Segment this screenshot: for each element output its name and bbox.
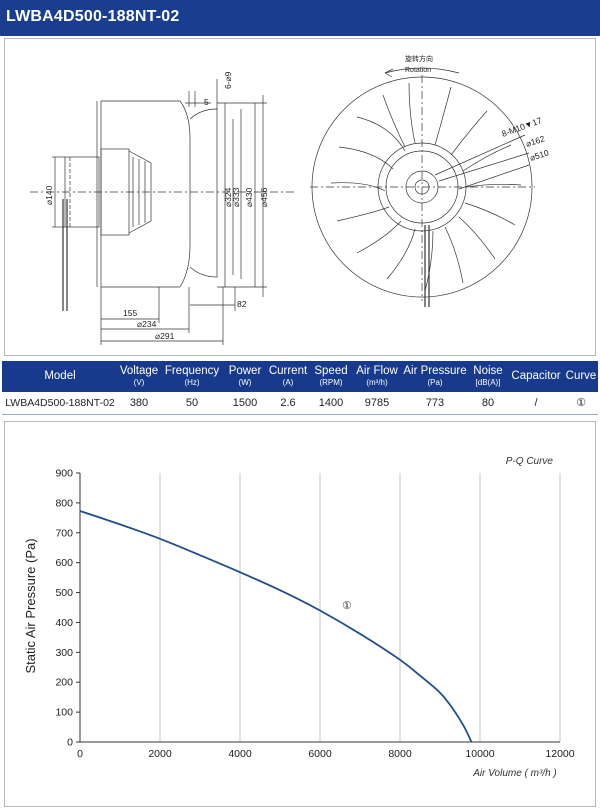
th-power: Power(W) [228,365,262,387]
th-model: Model [44,370,76,382]
dim-234: ⌀234 [137,319,157,329]
td-voltage: 380 [129,397,149,409]
dim-162: ⌀162 [525,133,547,149]
y-tick-label: 500 [55,587,73,599]
y-tick-label: 300 [55,647,73,659]
dim-430: ⌀430 [244,187,254,207]
dim-291: ⌀291 [155,331,175,341]
x-tick-label: 10000 [465,748,494,760]
td-power: 1500 [232,397,258,409]
dim-456: ⌀456 [259,187,269,207]
th-airflow: Air Flow(m³/h) [356,365,398,387]
td-speed: 1400 [318,397,344,409]
dimension-drawing: 5 6-⌀9 ⌀140 ⌀324 ⌀333 ⌀430 ⌀456 82 155 ⌀… [4,38,596,356]
y-tick-label: 100 [55,707,73,719]
y-axis-label: Static Air Pressure (Pa) [23,538,38,673]
spec-table-row: LWBA4D500-188NT-02 380 50 1500 2.6 1400 … [2,392,598,415]
y-tick-label: 700 [55,527,73,539]
spec-table: Model Voltage(V) Frequency(Hz) Power(W) … [2,361,598,415]
title-bar: LWBA4D500-188NT-02 [0,0,600,36]
front-shaft [414,179,430,195]
y-tick-label: 400 [55,617,73,629]
y-tick-label: 200 [55,677,73,689]
td-noise: 80 [481,397,495,409]
dim-82: 82 [237,299,247,309]
curve-label: ① [342,600,352,612]
side-inlet-ring [189,108,218,278]
x-tick-label: 4000 [228,748,252,760]
th-voltage: Voltage(V) [119,365,159,387]
td-airflow: 9785 [364,397,390,409]
dim-324: ⌀324 [223,187,233,207]
td-frequency: 50 [185,397,199,409]
dim-510: ⌀510 [529,147,551,163]
side-motor-body [64,156,100,228]
drawing-svg: 5 6-⌀9 ⌀140 ⌀324 ⌀333 ⌀430 ⌀456 82 155 ⌀… [30,54,551,345]
th-speed: Speed(RPM) [314,365,348,387]
dim-333: ⌀333 [231,187,241,207]
pq-chart: 0 2000 4000 6000 8000 10000 12000 0 100 200 300 400… [23,456,575,779]
td-current: 2.6 [280,397,296,409]
th-noise: Noise[dB(A)] [473,365,503,387]
td-capacitor: / [534,397,538,409]
rotation-label-en: Rotation [405,67,431,74]
front-motor-flange [377,142,467,232]
spec-table-header: Model Voltage(V) Frequency(Hz) Power(W) … [2,361,598,392]
pq-chart-frame: 0 2000 4000 6000 8000 10000 12000 0 100 200 300 400… [4,421,596,807]
x-tick-label: 12000 [545,748,574,760]
y-tick-label: 900 [55,468,73,480]
x-tick-label: 6000 [308,748,332,760]
dim-155: 155 [123,308,137,318]
td-airpressure: 773 [425,397,445,409]
front-hub [405,170,439,204]
pq-curve-line [79,510,473,743]
product-title: LWBA4D500-188NT-02 [6,8,180,25]
th-frequency: Frequency(Hz) [164,365,220,387]
x-tick-label: 8000 [388,748,412,760]
th-curve: Curve [565,370,597,382]
td-curve: ① [576,397,586,409]
th-current: Current(A) [268,365,308,387]
x-tick-label: 2000 [148,748,172,760]
y-tick-label: 600 [55,557,73,569]
dim-140: ⌀140 [44,185,54,205]
front-blade [356,116,406,152]
th-airpressure: Air Pressure(Pa) [403,365,467,387]
front-motor-housing [385,150,459,224]
x-tick-label: 0 [77,748,83,760]
td-model: LWBA4D500-188NT-02 [5,397,115,409]
dim-6x9: 6-⌀9 [223,71,233,89]
y-tick-label: 800 [55,497,73,509]
side-motor-cap [128,150,152,234]
y-tick-label: 0 [67,737,73,749]
chart-title: P-Q Curve [506,456,554,467]
dim-5: 5 [204,97,209,107]
x-axis-label: Air Volume ( m³/h ) [472,768,557,779]
rotation-arrow [384,67,460,74]
th-capacitor: Capacitor [511,370,561,382]
side-motor-rotor [100,148,130,236]
rotation-label-cn: 旋转方向 [405,54,433,63]
side-impeller-outline [101,100,191,288]
